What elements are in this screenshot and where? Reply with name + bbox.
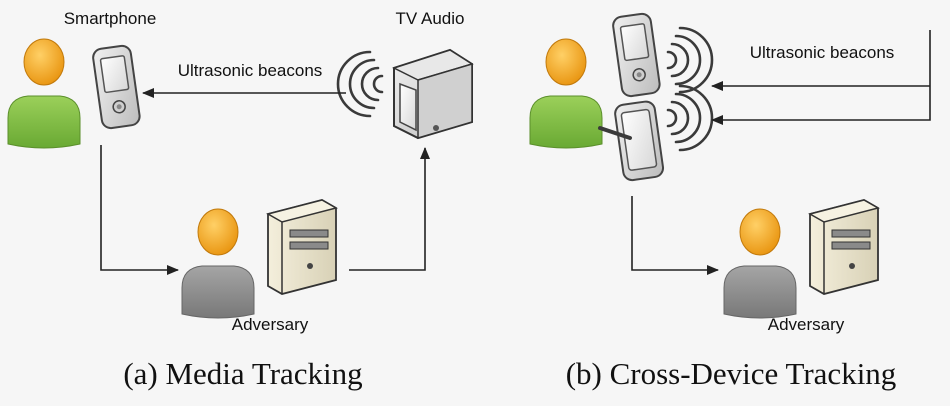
beacon-arrow-lower [711,30,931,125]
ultrasonic-beacons-label: Ultrasonic beacons [750,43,895,62]
phone-to-adversary-arrow [100,145,179,275]
tablet-icon [614,100,665,182]
adversary-label: Adversary [768,315,845,334]
caption-media-tracking: (a) Media Tracking [123,356,362,391]
device-to-adversary-arrow [631,196,719,275]
panel-b: Ultrasonic beacons Adversary (b) Cross-D… [529,11,931,391]
adversary-to-tv-arrow [349,147,430,271]
smartphone-label: Smartphone [64,9,157,28]
phone-sound-waves-icon [666,26,714,94]
smartphone-icon [611,11,662,99]
adversary-server-icon [267,199,337,295]
tv-audio-label: TV Audio [396,9,465,28]
ultrasonic-beacons-label: Ultrasonic beacons [178,61,323,80]
user-person-icon [7,38,81,149]
adversary-server-icon [809,199,879,295]
adversary-person-icon [181,208,255,319]
adversary-label: Adversary [232,315,309,334]
user-person-icon [529,38,603,149]
smartphone-icon [91,43,142,131]
tablet-sound-waves-icon [666,84,714,152]
stylus-icon [598,126,632,140]
tv-sound-waves-icon [336,50,384,118]
panel-a: Smartphone TV Audio Ultrasonic beacons A… [7,9,474,391]
caption-cross-device-tracking: (b) Cross-Device Tracking [566,356,897,391]
adversary-person-icon [723,208,797,319]
tv-icon [392,48,474,140]
